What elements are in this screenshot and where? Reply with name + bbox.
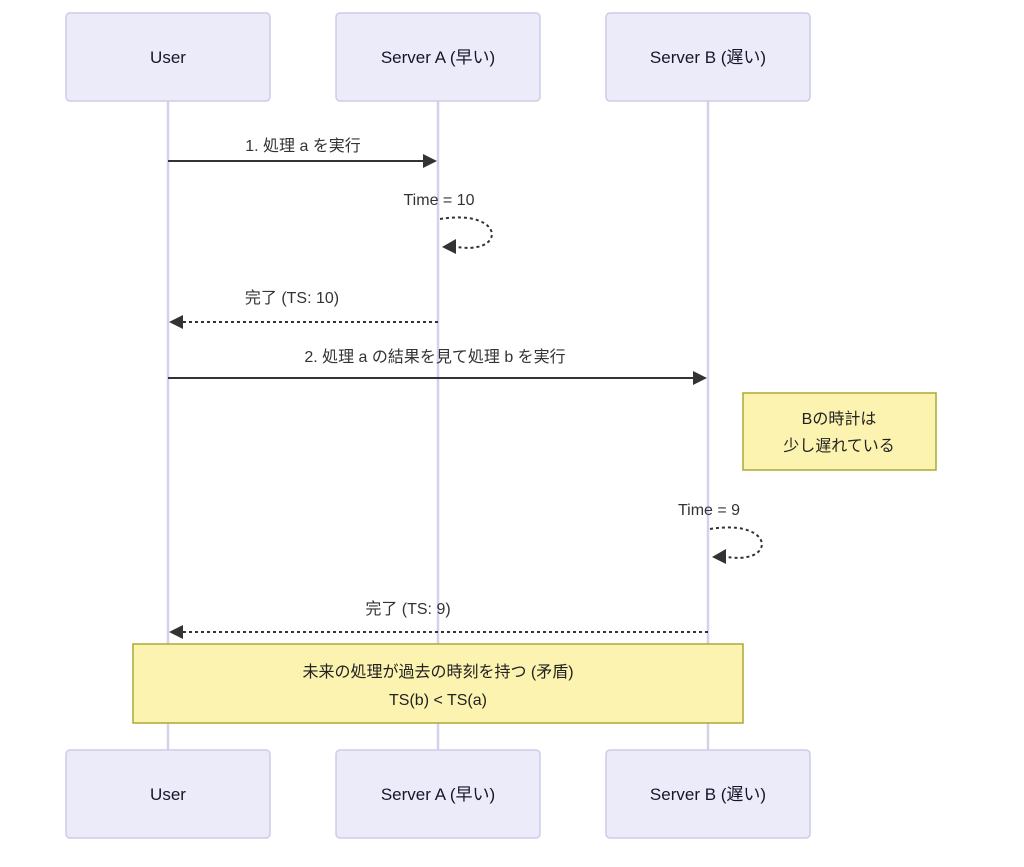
participant-server-b-top-box xyxy=(605,12,811,102)
self-message-time-9-arrowhead-left xyxy=(712,549,726,564)
message-3-label: 2. 処理 a の結果を見て処理 b を実行 xyxy=(304,348,565,366)
note-clock-behind-line2: 少し遅れている xyxy=(783,437,895,455)
participant-server-b-bottom-box xyxy=(605,749,811,839)
participant-user-top-label: User xyxy=(150,48,186,67)
participant-server-a-top-box xyxy=(335,12,541,102)
note-clock-behind-line1: Bの時計は xyxy=(802,410,877,428)
message-4: 完了 (TS: 9) xyxy=(169,600,708,639)
self-message-time-9: Time = 9 xyxy=(678,502,763,564)
participant-server-a-bottom-box xyxy=(335,749,541,839)
participant-server-b-top: Server B (遅い) xyxy=(605,12,811,102)
participant-server-b-top-label: Server B (遅い) xyxy=(650,48,766,67)
message-4-label: 完了 (TS: 9) xyxy=(365,600,450,618)
self-message-time-9-loop xyxy=(709,526,763,559)
message-2-label: 完了 (TS: 10) xyxy=(245,289,339,307)
message-3-arrowhead-right xyxy=(693,371,707,385)
message-2: 完了 (TS: 10) xyxy=(169,289,438,329)
self-message-time-10-loop xyxy=(439,216,493,249)
participant-user-top-box xyxy=(65,12,271,102)
participant-server-a-bottom: Server A (早い) xyxy=(335,749,541,839)
note-clock-behind: Bの時計は 少し遅れている xyxy=(742,392,937,471)
note-contradiction-line1: 未来の処理が過去の時刻を持つ (矛盾) xyxy=(302,663,573,681)
message-3: 2. 処理 a の結果を見て処理 b を実行 xyxy=(168,348,707,385)
participant-server-a-top: Server A (早い) xyxy=(335,12,541,102)
note-contradiction-box xyxy=(132,643,744,724)
message-1-label: 1. 処理 a を実行 xyxy=(245,137,361,155)
note-contradiction: 未来の処理が過去の時刻を持つ (矛盾) TS(b) < TS(a) xyxy=(132,643,744,724)
participant-user-bottom-label: User xyxy=(150,785,186,804)
participant-user-bottom-box xyxy=(65,749,271,839)
message-4-arrowhead-left xyxy=(169,625,183,639)
self-message-time-10-label: Time = 10 xyxy=(404,192,475,209)
participant-server-b-bottom: Server B (遅い) xyxy=(605,749,811,839)
self-message-time-10-arrowhead-left xyxy=(442,239,456,254)
self-message-time-10: Time = 10 xyxy=(404,192,493,254)
self-message-time-9-label: Time = 9 xyxy=(678,502,740,519)
message-2-arrowhead-left xyxy=(169,315,183,329)
note-clock-behind-box xyxy=(742,392,937,471)
participant-server-a-top-label: Server A (早い) xyxy=(381,48,495,67)
participant-user-bottom: User xyxy=(65,749,271,839)
message-1: 1. 処理 a を実行 xyxy=(168,137,437,168)
participant-server-b-bottom-label: Server B (遅い) xyxy=(650,785,766,804)
message-1-arrowhead-right xyxy=(423,154,437,168)
note-contradiction-line2: TS(b) < TS(a) xyxy=(389,692,487,709)
participant-user-top: User xyxy=(65,12,271,102)
participant-server-a-bottom-label: Server A (早い) xyxy=(381,785,495,804)
